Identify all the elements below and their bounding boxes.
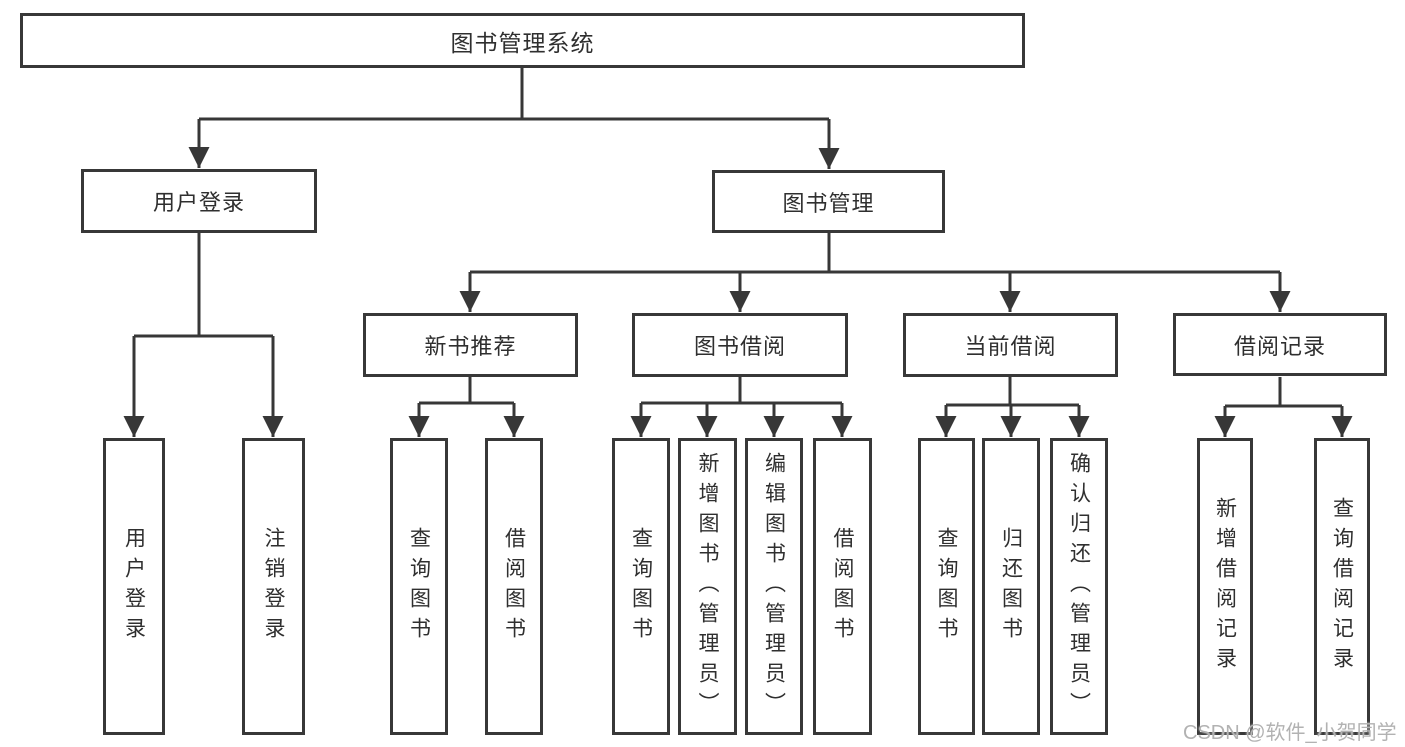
- leaf-query-books-1: 查询图书: [390, 438, 448, 735]
- csdn-watermark: CSDN @软件_小贺同学: [1183, 722, 1397, 744]
- leaf-logout: 注销登录: [242, 438, 305, 735]
- leaf-query-books-2: 查询图书: [612, 438, 670, 735]
- leaf-add-borrow-record: 新增借阅记录: [1197, 438, 1253, 735]
- node-root: 图书管理系统: [20, 13, 1025, 68]
- leaf-query-borrow-record: 查询借阅记录: [1314, 438, 1370, 735]
- leaf-edit-book-admin: 编辑图书（管理员）: [745, 438, 803, 735]
- leaf-user-login: 用户登录: [103, 438, 165, 735]
- leaf-borrow-books-1: 借阅图书: [485, 438, 543, 735]
- node-book-borrowing: 图书借阅: [632, 313, 848, 377]
- leaf-add-book-admin: 新增图书（管理员）: [678, 438, 737, 735]
- leaf-return-books: 归还图书: [982, 438, 1040, 735]
- node-user-login: 用户登录: [81, 169, 317, 233]
- leaf-query-books-3: 查询图书: [918, 438, 975, 735]
- node-borrowing-records: 借阅记录: [1173, 313, 1387, 376]
- node-new-book-recommend: 新书推荐: [363, 313, 578, 377]
- leaf-borrow-books-2: 借阅图书: [813, 438, 872, 735]
- leaf-confirm-return-admin: 确认归还（管理员）: [1050, 438, 1108, 735]
- node-current-borrowing: 当前借阅: [903, 313, 1118, 377]
- node-book-management: 图书管理: [712, 170, 945, 233]
